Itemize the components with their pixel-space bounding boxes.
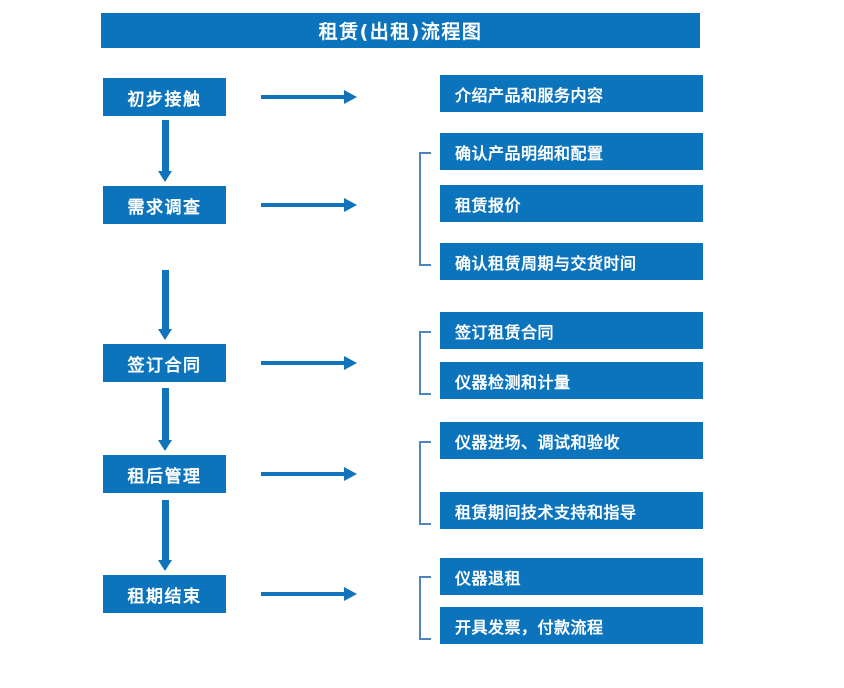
horizontal-arrow-rental-end — [261, 587, 357, 601]
group-bracket-demand-survey — [419, 152, 431, 266]
horizontal-arrow-post-rental-management — [261, 467, 357, 481]
horizontal-arrow-initial-contact — [261, 90, 357, 104]
vertical-arrow-2 — [158, 270, 172, 340]
stage-box-post-rental-management[interactable]: 租后管理 — [103, 455, 226, 493]
detail-box-introduce-products[interactable]: 介绍产品和服务内容 — [440, 75, 703, 112]
horizontal-arrow-sign-contract — [261, 356, 357, 370]
detail-box-rental-quotation[interactable]: 租赁报价 — [440, 185, 703, 222]
group-bracket-rental-end — [419, 576, 431, 640]
horizontal-arrow-demand-survey — [261, 198, 357, 212]
detail-box-instrument-entry-commissioning[interactable]: 仪器进场、调试和验收 — [440, 422, 703, 459]
detail-box-confirm-product-details[interactable]: 确认产品明细和配置 — [440, 133, 703, 170]
group-bracket-sign-contract — [419, 331, 431, 395]
stage-box-demand-survey[interactable]: 需求调查 — [103, 186, 226, 224]
vertical-arrow-1 — [158, 120, 172, 182]
group-bracket-post-rental-management — [419, 441, 431, 525]
vertical-arrow-3 — [158, 388, 172, 451]
detail-box-instrument-inspection[interactable]: 仪器检测和计量 — [440, 362, 703, 399]
detail-box-technical-support[interactable]: 租赁期间技术支持和指导 — [440, 492, 703, 529]
detail-box-instrument-return[interactable]: 仪器退租 — [440, 558, 703, 595]
page-title: 租赁(出租)流程图 — [101, 13, 700, 48]
stage-box-initial-contact[interactable]: 初步接触 — [103, 78, 226, 116]
vertical-arrow-4 — [158, 500, 172, 571]
detail-box-confirm-rental-period[interactable]: 确认租赁周期与交货时间 — [440, 243, 703, 280]
stage-box-sign-contract[interactable]: 签订合同 — [103, 344, 226, 382]
detail-box-sign-rental-contract[interactable]: 签订租赁合同 — [440, 312, 703, 349]
detail-box-invoice-payment[interactable]: 开具发票，付款流程 — [440, 607, 703, 644]
stage-box-rental-end[interactable]: 租期结束 — [103, 575, 226, 613]
